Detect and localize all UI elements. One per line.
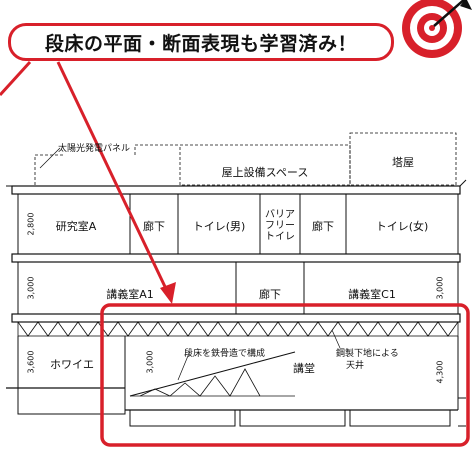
target-icon bbox=[402, 0, 472, 58]
floor-level-3 bbox=[11, 193, 461, 263]
accessible-line-3: トイレ bbox=[265, 231, 295, 243]
note-ceiling-1: 鋼製下地による bbox=[336, 349, 399, 359]
room-corridor-3: 廊下 bbox=[259, 288, 281, 301]
leader-lines bbox=[39, 147, 341, 381]
dim-floor-1-left: 3,600 bbox=[26, 350, 36, 374]
room-auditorium: 講堂 bbox=[293, 362, 315, 375]
label-rooftop-equipment: 屋上設備スペース bbox=[221, 166, 309, 179]
highlight-box bbox=[100, 303, 470, 447]
accessible-line-2: フリー bbox=[265, 220, 295, 232]
dim-auditorium-right: 4,300 bbox=[435, 360, 445, 384]
solar-panel-outline-2 bbox=[134, 144, 180, 155]
note-ceiling-2: 天井 bbox=[346, 361, 365, 371]
solar-panel-outline bbox=[34, 154, 65, 185]
room-corridor-2: 廊下 bbox=[312, 220, 334, 233]
note-solar-panel: 太陽光発電パネル bbox=[58, 144, 131, 154]
room-lecture-c1: 講義室C1 bbox=[348, 288, 396, 301]
dim-floor-3: 2,800 bbox=[26, 212, 36, 236]
room-toilet-women: トイレ(女) bbox=[375, 220, 429, 233]
note-steps: 段床を鉄骨造で構成 bbox=[184, 349, 266, 359]
roof-slab bbox=[6, 179, 467, 195]
roof-truss bbox=[17, 321, 459, 337]
room-toilet-men: トイレ(男) bbox=[192, 220, 246, 233]
room-lab-a: 研究室A bbox=[55, 220, 97, 233]
label-penthouse: 塔屋 bbox=[392, 156, 414, 169]
roof-dashed-outlines bbox=[34, 132, 457, 186]
dim-floor-2-left: 3,000 bbox=[26, 276, 36, 300]
penthouse-outline bbox=[349, 132, 457, 186]
room-accessible-toilet: バリア フリー トイレ bbox=[265, 210, 295, 243]
floor-level-1 bbox=[6, 336, 466, 427]
headline-banner: 段床の平面・断面表現も学習済み！ bbox=[8, 23, 394, 61]
dim-auditorium-left: 3,000 bbox=[145, 350, 155, 374]
room-lecture-a1: 講義室A1 bbox=[106, 288, 154, 301]
headline-text: 段床の平面・断面表現も学習済み！ bbox=[44, 32, 357, 55]
dim-floor-2-right: 3,000 bbox=[435, 276, 445, 300]
room-foyer: ホワイエ bbox=[50, 358, 94, 371]
rooftop-equipment-outline bbox=[179, 144, 351, 186]
arrow-icon bbox=[0, 60, 176, 304]
room-corridor-1: 廊下 bbox=[143, 220, 165, 233]
accessible-line-1: バリア bbox=[265, 209, 295, 221]
